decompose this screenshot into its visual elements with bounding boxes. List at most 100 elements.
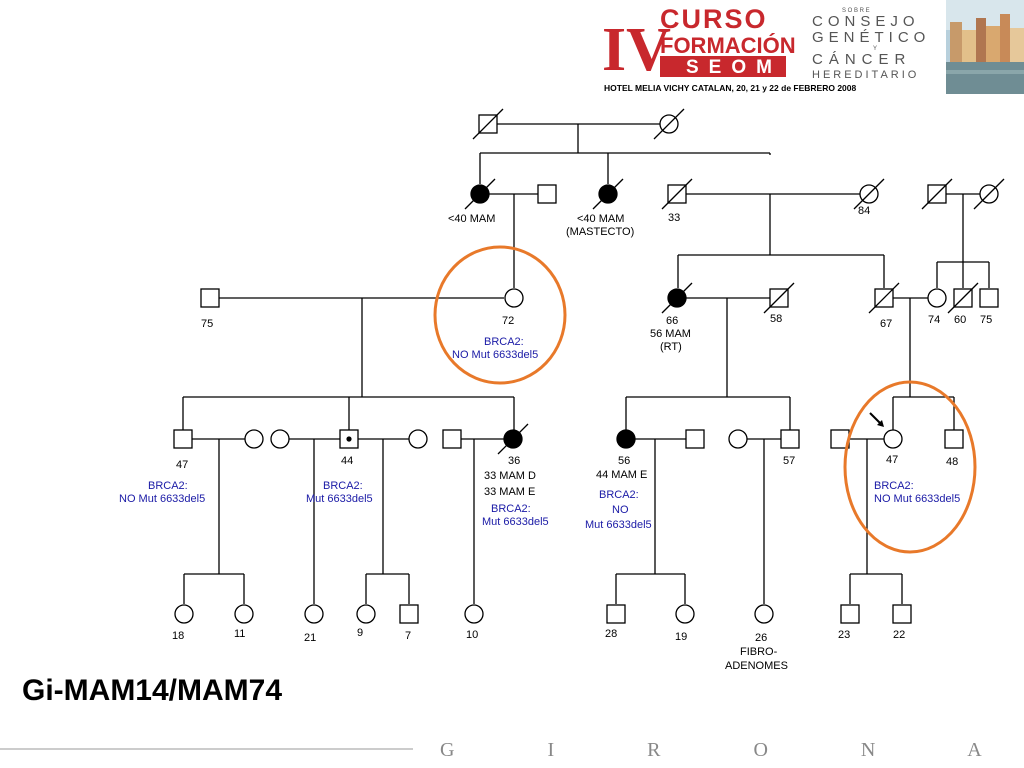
individual-female <box>754 604 774 624</box>
label-age: 67 <box>880 318 892 330</box>
label-age: 44 <box>341 455 353 467</box>
label-brca: Mut 6633del5 <box>482 516 549 528</box>
label-brca: BRCA2: <box>874 480 914 492</box>
label-brca: BRCA2: <box>491 503 531 515</box>
pedigree-lines <box>182 123 990 604</box>
label-age: 56 <box>618 455 630 467</box>
label-age: 11 <box>234 628 245 640</box>
individual-male <box>780 429 800 449</box>
label-age: 75 <box>980 314 992 326</box>
logo-cancer: CÁNCER <box>812 51 911 68</box>
label-cancer: <40 MAM <box>448 213 495 225</box>
label-cancer: <40 MAM <box>577 213 624 225</box>
individual-male <box>173 429 193 449</box>
individual-male <box>606 604 626 624</box>
label-age: 22 <box>893 629 905 641</box>
label-brca: BRCA2: <box>323 480 363 492</box>
label-brca: Mut 6633del5 <box>585 519 652 531</box>
individual-female <box>675 604 695 624</box>
individual-male <box>399 604 419 624</box>
highlight-ring-right <box>843 380 977 554</box>
label-cancer: (MASTECTO) <box>566 226 634 238</box>
individual-female <box>927 288 947 308</box>
individual-female <box>408 429 428 449</box>
label-brca: BRCA2: <box>148 480 188 492</box>
label-brca: BRCA2: <box>484 336 524 348</box>
label-age: 10 <box>466 629 478 641</box>
girona-photo <box>946 0 1024 94</box>
label-age: 9 <box>357 627 363 639</box>
label-age: 58 <box>770 313 782 325</box>
label-age: 84 <box>858 205 870 217</box>
individual-female-proband <box>883 429 903 449</box>
individual-male <box>944 429 964 449</box>
logo-seom: SEOM <box>686 57 782 78</box>
individual-female <box>356 604 376 624</box>
label-age: 19 <box>675 631 687 643</box>
individual-male <box>685 429 705 449</box>
label-age: 66 <box>666 315 678 327</box>
logo-hotel: HOTEL MELIA VICHY CATALAN, 20, 21 y 22 d… <box>604 83 857 93</box>
label-brca: Mut 6633del5 <box>306 493 373 505</box>
label-age: 18 <box>172 630 184 642</box>
logo-consejo: CONSEJO <box>812 13 920 30</box>
individual-female <box>728 429 748 449</box>
individual-female <box>270 429 290 449</box>
generation-1 <box>464 108 1005 210</box>
label-age: 26 <box>755 632 767 644</box>
label-brca: BRCA2: <box>599 489 639 501</box>
label-age: 47 <box>886 454 898 466</box>
label-cancer: 33 MAM E <box>484 486 535 498</box>
generation-2 <box>200 282 999 314</box>
individual-male <box>537 184 557 204</box>
logo-hereditario: HEREDITARIO <box>812 69 919 81</box>
label-age: 36 <box>508 455 520 467</box>
label-age: 48 <box>946 456 958 468</box>
label-age: 33 <box>668 212 680 224</box>
slide-title: Gi-MAM14/MAM74 <box>22 674 282 707</box>
label-note: ADENOMES <box>725 660 788 672</box>
label-cancer: (RT) <box>660 341 682 353</box>
individual-female <box>174 604 194 624</box>
individual-female <box>304 604 324 624</box>
individual-female <box>464 604 484 624</box>
generation-4 <box>174 604 912 624</box>
label-note: FIBRO- <box>740 646 778 658</box>
label-age: 28 <box>605 628 617 640</box>
individual-male <box>840 604 860 624</box>
label-age: 23 <box>838 629 850 641</box>
logo-genetico: GENÉTICO <box>812 29 930 46</box>
label-age: 72 <box>502 315 514 327</box>
individual-male <box>979 288 999 308</box>
label-age: 57 <box>783 455 795 467</box>
individual-male <box>442 429 462 449</box>
highlight-ring-left <box>433 245 567 385</box>
logo-numeral: IV <box>602 16 671 84</box>
label-brca: NO Mut 6633del5 <box>874 493 960 505</box>
logo-y: Y <box>873 46 877 52</box>
label-age: 60 <box>954 314 966 326</box>
individual-male <box>892 604 912 624</box>
label-age: 7 <box>405 630 411 642</box>
label-age: 21 <box>304 632 316 644</box>
logo-curso: CURSO <box>660 4 768 34</box>
individual-male <box>200 288 220 308</box>
label-brca: NO <box>612 504 629 516</box>
label-cancer: 56 MAM <box>650 328 691 340</box>
individual-female-affected <box>616 429 636 449</box>
label-age: 75 <box>201 318 213 330</box>
proband-arrow-icon <box>869 412 884 427</box>
logo-formacion: FORMACIÓN <box>660 33 796 58</box>
label-cancer: 33 MAM D <box>484 470 536 482</box>
carrier-dot <box>346 436 352 442</box>
label-age: 47 <box>176 459 188 471</box>
individual-female <box>244 429 264 449</box>
label-brca: NO Mut 6633del5 <box>119 493 205 505</box>
label-age: 74 <box>928 314 940 326</box>
footer-girona: G I R O N A <box>440 739 1024 761</box>
logo-seom-bar <box>660 56 786 77</box>
label-brca: NO Mut 6633del5 <box>452 349 538 361</box>
logo-sobre: S O B R E <box>842 8 870 14</box>
individual-female <box>234 604 254 624</box>
